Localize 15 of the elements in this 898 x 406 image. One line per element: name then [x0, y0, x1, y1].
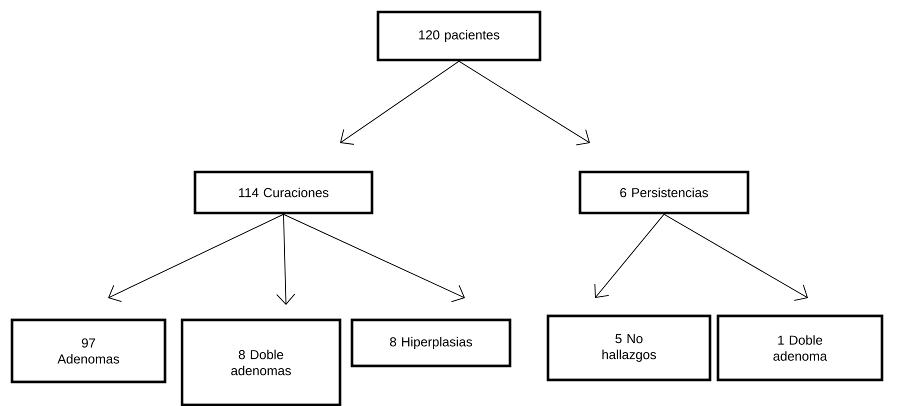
arrow [108, 214, 284, 302]
arrow [283, 214, 465, 302]
process-box: 8 Hiperplasias [350, 318, 512, 368]
arrow [664, 214, 808, 301]
process-box: 97 Adenomas [10, 318, 166, 384]
process-box: 6 Persistencias [578, 170, 750, 214]
arrow [594, 214, 664, 298]
process-box: 5 No hallazgos [546, 314, 712, 382]
process-box: 114 Curaciones [194, 170, 374, 214]
process-box: 8 Doble adenomas [180, 318, 342, 406]
arrow [340, 60, 460, 145]
process-box: 120 pacientes [376, 10, 542, 62]
arrow [276, 214, 296, 305]
arrow [458, 60, 590, 146]
process-box: 1 Doble adenoma [716, 314, 884, 382]
